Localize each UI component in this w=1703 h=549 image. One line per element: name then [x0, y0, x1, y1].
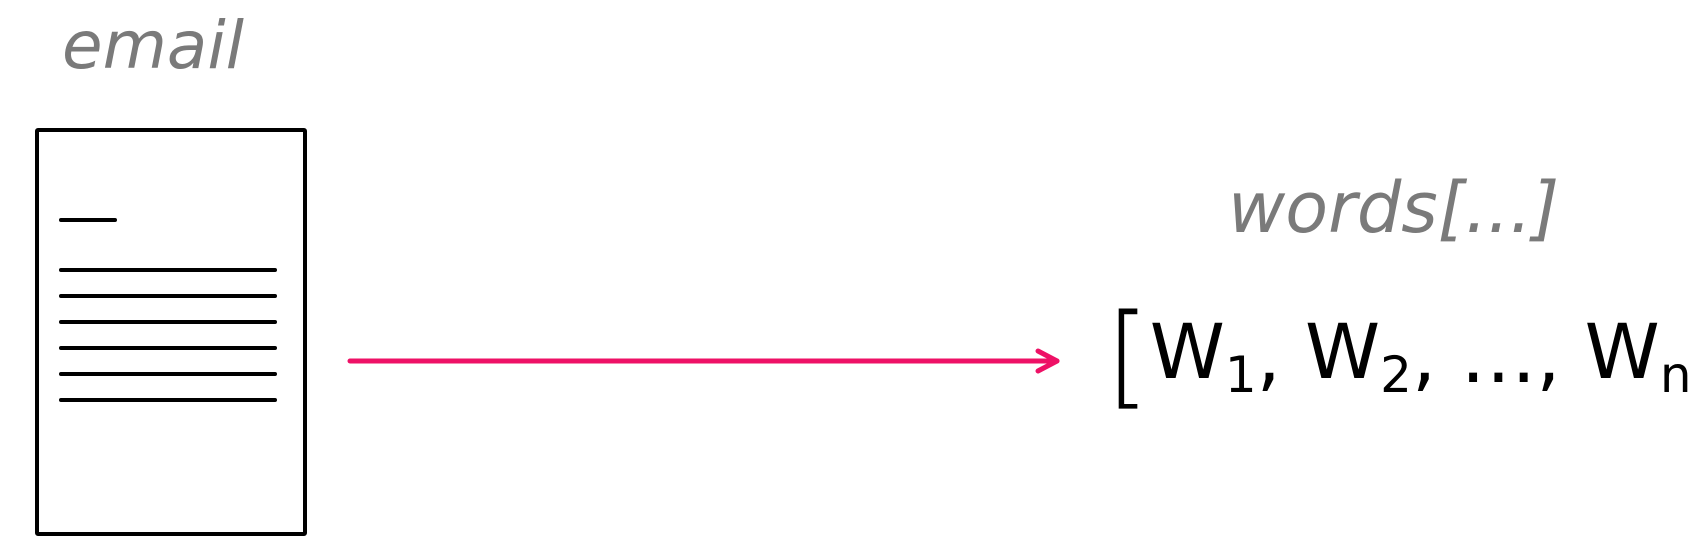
- word-subscript: 2: [1380, 345, 1412, 404]
- word-list: [ W1 , W2 , … , Wn ]: [1106, 296, 1703, 416]
- word-base: W: [1149, 306, 1225, 396]
- word-item-n: Wn: [1585, 292, 1692, 421]
- comma: ,: [1536, 311, 1561, 400]
- email-label: email: [62, 7, 245, 84]
- comma: ,: [1411, 311, 1437, 400]
- word-base: W: [1584, 306, 1660, 396]
- close-bracket: ]: [1692, 296, 1703, 416]
- doc-text-line: [59, 398, 277, 402]
- word-base: W: [1305, 306, 1381, 396]
- comma: ,: [1256, 311, 1281, 400]
- open-bracket: [: [1106, 291, 1150, 421]
- doc-text-line: [59, 372, 277, 376]
- doc-text-line: [59, 346, 277, 350]
- doc-text-line: [59, 268, 277, 272]
- arrow-head: [1035, 348, 1060, 374]
- doc-text-line: [59, 320, 277, 324]
- word-subscript: 1: [1224, 345, 1257, 404]
- words-label: words[...]: [1228, 167, 1560, 249]
- doc-title-line: [59, 218, 117, 222]
- ellipsis: …: [1460, 311, 1537, 400]
- document-icon: [35, 128, 307, 536]
- word-item-2: W2: [1305, 292, 1412, 421]
- word-item-1: W1: [1150, 292, 1257, 421]
- doc-text-line: [59, 294, 277, 298]
- word-subscript: n: [1659, 345, 1692, 404]
